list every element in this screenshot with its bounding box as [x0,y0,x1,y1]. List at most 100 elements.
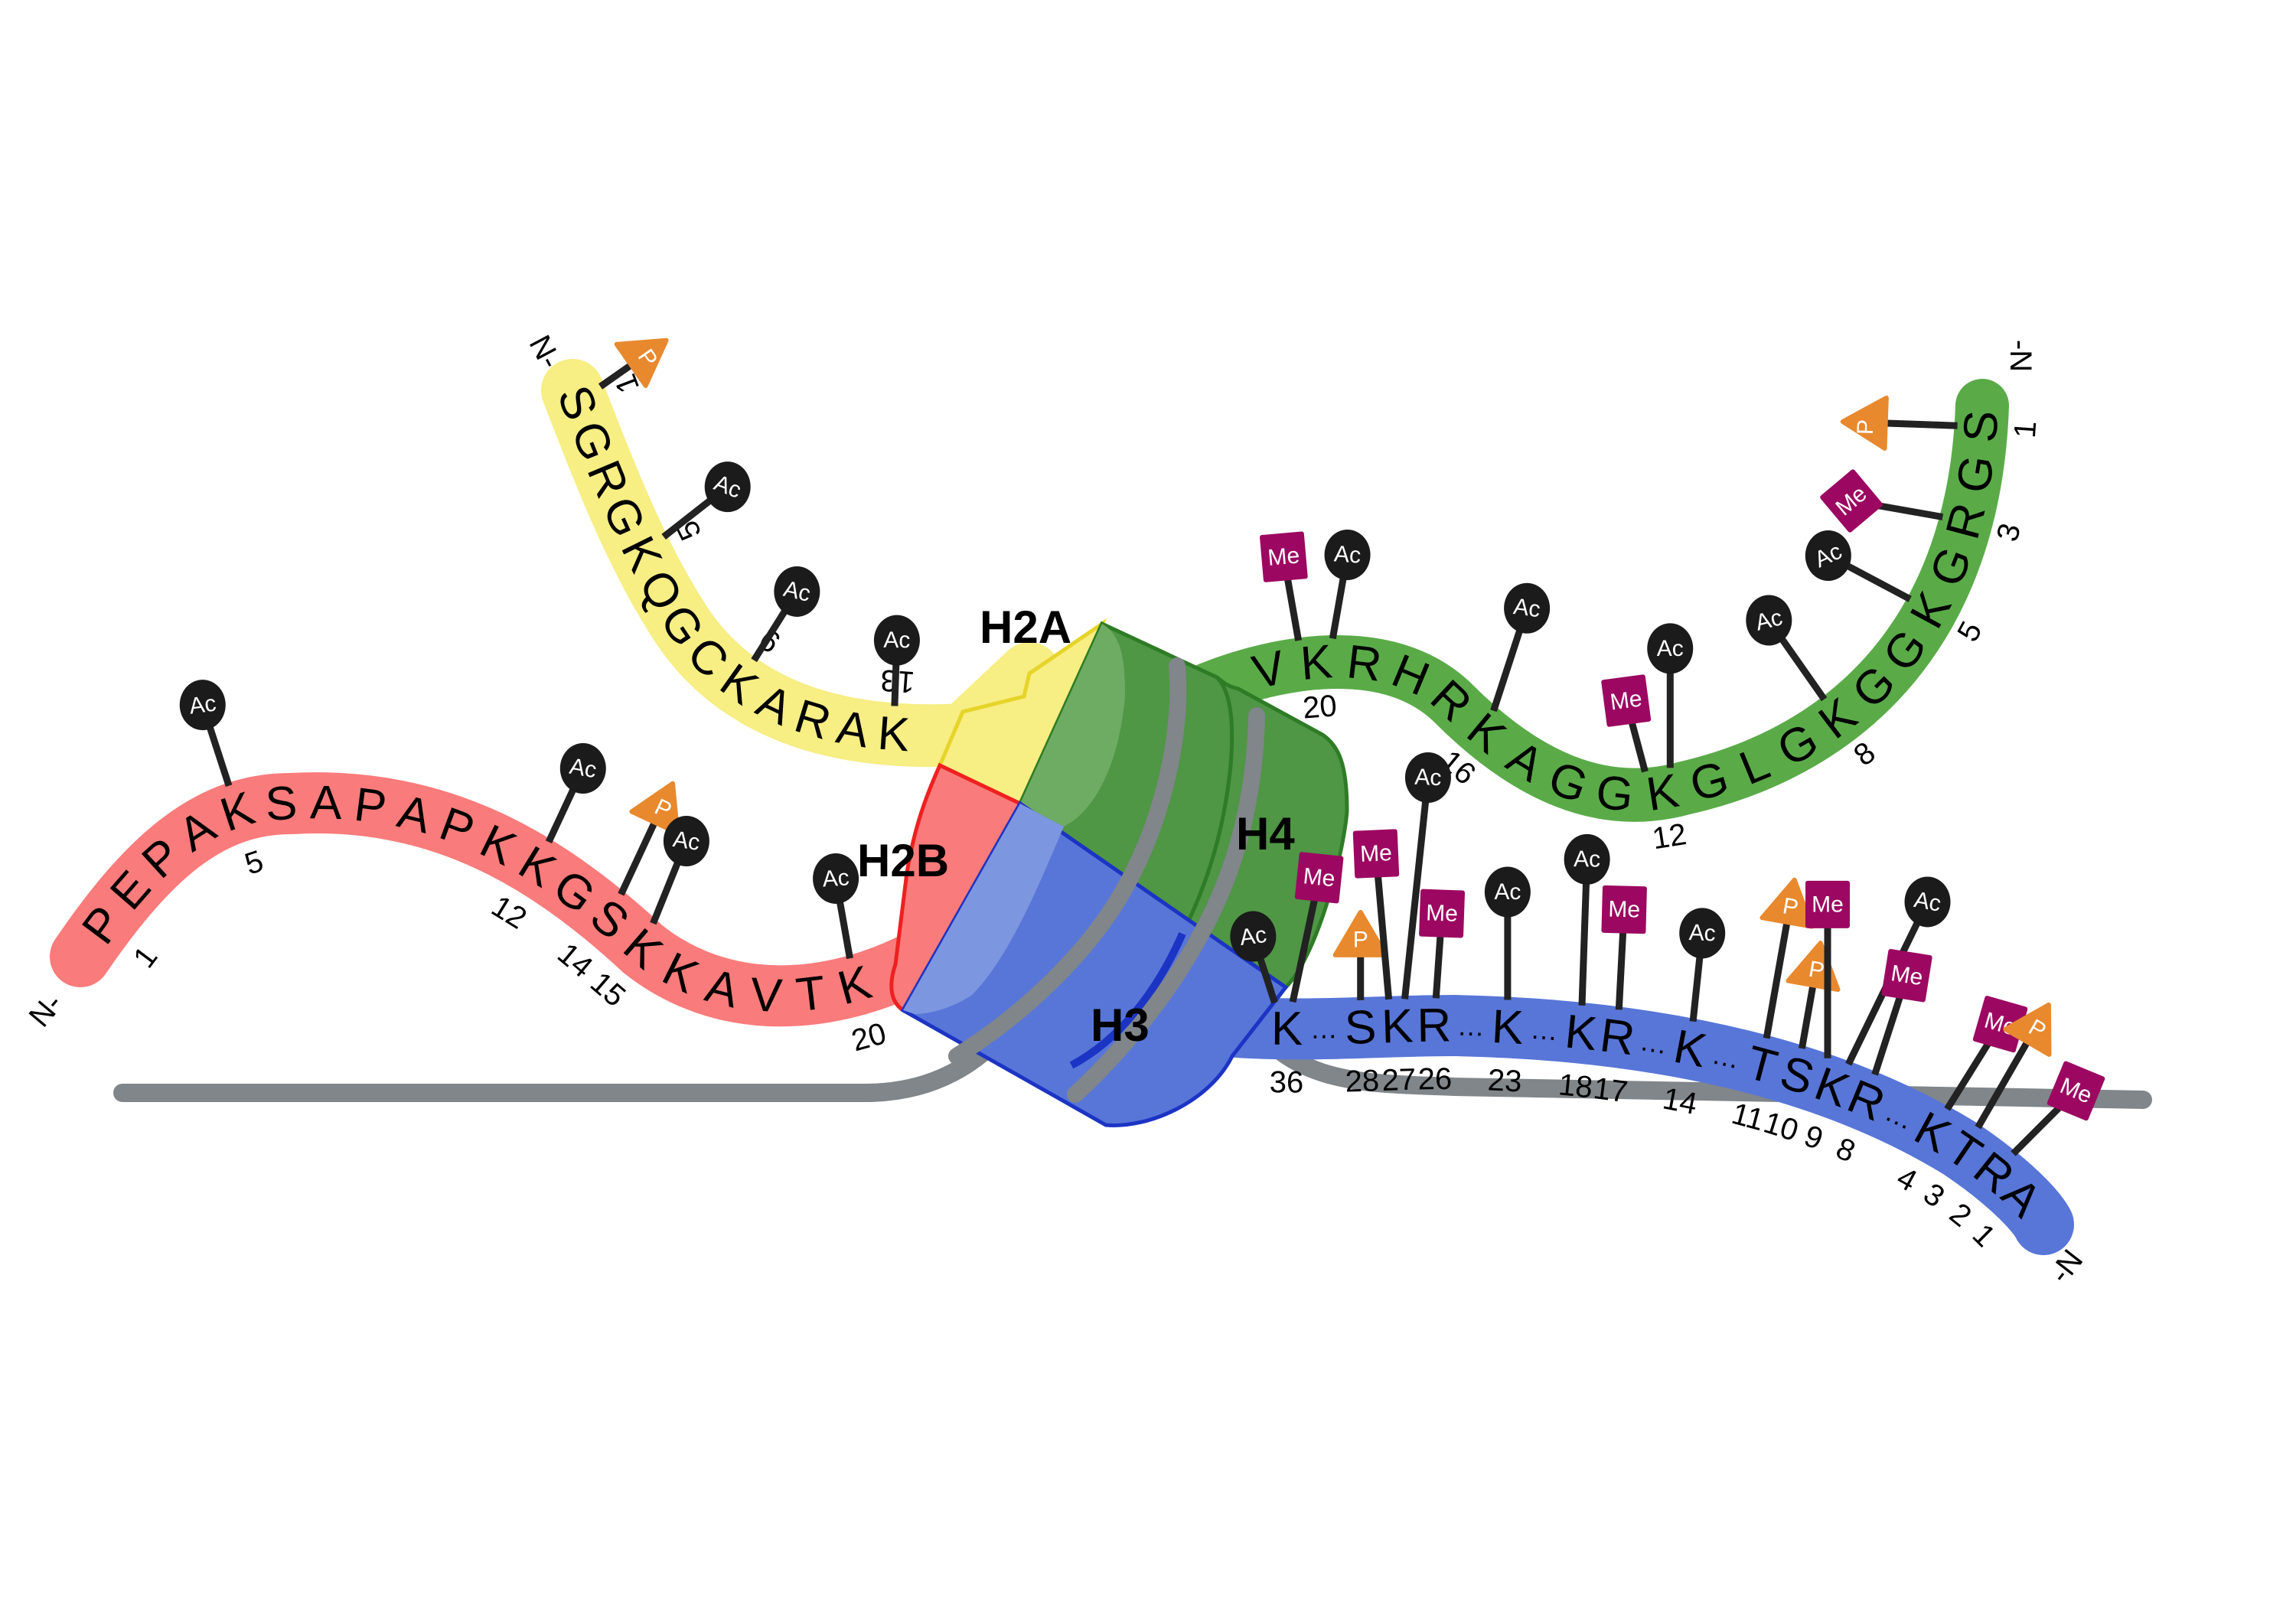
modification-stem [545,784,578,844]
residue-number-h4: 8 [1848,735,1881,772]
residue-number-h3: 28 [1345,1064,1380,1098]
residue-number-h3: 8 [1831,1131,1860,1169]
modification-stem [1374,873,1393,1000]
residue-number-h3: 4 [1891,1161,1923,1198]
modification-stem [1283,576,1303,641]
acetyl-circle-icon [1484,866,1531,918]
modification-ac: Ac [1484,866,1531,1000]
methyl-square-icon [1881,948,1932,1003]
residue-number-h3: 9 [1800,1119,1828,1156]
modification-label: Ac [1657,636,1684,661]
core-h2b [889,762,1023,1013]
label-h3: H3 [1091,1000,1150,1051]
modification-label: Ac [821,865,850,892]
modification-label: P [1853,419,1879,435]
acetyl-circle-icon [663,816,709,867]
methyl-square-icon [2047,1061,2105,1121]
methyl-square-icon [1601,674,1652,727]
dna-wrap-1 [948,657,1187,1065]
modification-stem [1870,501,1944,520]
modification-label: Ac [781,576,813,607]
residue-h2b: P [351,778,390,835]
residue-number-h3: 36 [1270,1065,1304,1099]
modification-label: Ac [671,827,702,856]
modification-p: P [1332,909,1388,1000]
modification-me: Me [1820,469,1944,533]
modification-p: P [1786,941,1841,1049]
tail-band-h3 [1186,994,2074,1255]
residue-h3: K [1271,1003,1303,1055]
modification-ac: Ac [873,615,920,706]
modification-ac: Ac [1324,530,1371,640]
acetyl-circle-icon [1647,623,1694,674]
modification-p: P [1840,395,1958,451]
phospho-triangle-icon [2003,1002,2052,1057]
modification-stem [1628,719,1649,773]
modification-stem [1871,993,1904,1076]
modification-ac: Ac [1401,752,1451,1000]
label-h2b: H2B [857,835,949,886]
methyl-square-icon [1260,531,1308,582]
residue-h3: K [1490,1000,1525,1055]
modification-ac: Ac [650,816,709,925]
modification-ac: Ac [661,461,751,540]
residue-h3: S [1344,1001,1378,1055]
modification-label: Ac [1238,922,1268,951]
residue-number-h2b: 5 [241,844,268,882]
modification-stem [1880,419,1958,429]
modification-label: Me [1812,892,1844,917]
modification-label: Ac [568,754,598,784]
residue-number-h3: 10 [1760,1106,1802,1148]
modification-stem [1329,573,1348,640]
modification-stem [598,359,638,390]
acetyl-circle-icon [873,615,920,666]
modification-stem [1798,980,1818,1049]
modification-stem [661,496,714,540]
modification-me: Me [1601,674,1652,773]
modification-stem [1777,634,1828,702]
modification-stem [1401,797,1430,1000]
modification-label: Ac [1753,605,1785,635]
modification-ac: Ac [1746,595,1828,702]
n-terminus-h4: -N [2004,340,2037,372]
residue-number-h4: 3 [1991,520,2027,545]
modification-stem [836,897,853,960]
modification-stem [1432,933,1444,999]
modification-label: Me [1267,543,1300,571]
residue-h3: K [1381,1000,1414,1053]
core-h4-ridge [1180,676,1234,935]
residue-h3: R [1417,999,1452,1052]
residue-number-h3: 14 [1660,1081,1700,1121]
residue-number-h3: 23 [1487,1063,1523,1098]
modification-label: Me [1426,900,1459,926]
phospho-triangle-icon [1332,909,1388,957]
modification-me: Me [1260,531,1308,641]
residue-h2b: S [264,777,298,831]
modification-label: Ac [1414,765,1442,791]
residue-h4: G [1947,452,2005,496]
modification-label: Ac [1494,879,1521,905]
acetyl-circle-icon [1504,582,1551,634]
acetyl-circle-icon [1679,908,1726,959]
methyl-square-icon [1972,996,2028,1053]
residue-h3: … [1529,1013,1559,1047]
n-terminus-h2b: N- [23,987,70,1034]
residue-number-h4: 1 [2008,420,2043,439]
acetyl-circle-icon [1564,833,1610,885]
residue-number-h4: 20 [1302,689,1339,725]
residue-number-h3: 26 [1417,1062,1452,1097]
methyl-square-icon [1419,889,1466,938]
modification-stem [1763,917,1792,1039]
modification-stem [1289,896,1319,1003]
modification-label: Ac [1688,920,1716,946]
modification-ac: Ac [1647,623,1694,768]
methyl-square-icon [1820,469,1883,533]
modification-stem [1256,954,1278,1004]
modification-stem [1615,929,1627,1010]
residue-h3: K [1563,1005,1600,1061]
methyl-square-icon [1805,880,1851,928]
acetyl-circle-icon [1746,595,1792,646]
label-h4: H4 [1236,808,1295,859]
methyl-square-icon [1294,852,1344,904]
modification-stem [1844,562,1912,602]
